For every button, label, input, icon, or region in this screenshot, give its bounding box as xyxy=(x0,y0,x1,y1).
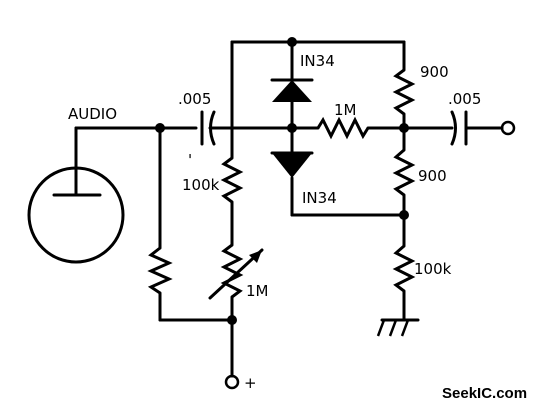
res-900-top-label: 900 xyxy=(420,63,449,81)
tick-mark: ' xyxy=(188,151,192,169)
output-terminal xyxy=(500,120,516,136)
input-capacitor xyxy=(158,110,234,146)
vacuum-tube xyxy=(27,126,125,264)
variable-arrow-head xyxy=(249,250,262,263)
res-100k-left-label: 100k xyxy=(182,176,220,194)
diode-top xyxy=(270,40,314,130)
diode-top-label: IN34 xyxy=(300,52,335,70)
res-1m-variable-label: 1M xyxy=(246,282,269,300)
diode-bottom xyxy=(270,126,406,217)
watermark: SeekIC.com xyxy=(442,385,527,402)
resistor-100k-right xyxy=(392,213,416,322)
resistor-900-bottom xyxy=(392,126,416,217)
cap-out-label: .005 xyxy=(448,90,481,108)
output-capacitor xyxy=(402,110,504,146)
supply-terminal xyxy=(224,374,240,390)
res-1m-series-label: 1M xyxy=(334,101,357,119)
resistor-100k-left xyxy=(220,126,244,247)
res-900-bottom-label: 900 xyxy=(418,167,447,185)
audio-label: AUDIO xyxy=(68,105,117,123)
cap-in-label: .005 xyxy=(178,90,211,108)
res-100k-right-label: 100k xyxy=(414,260,452,278)
resistor-900-top xyxy=(392,40,416,130)
diode-bottom-label: IN34 xyxy=(302,189,337,207)
supply-label: + xyxy=(244,374,257,392)
ground-symbol xyxy=(376,318,420,337)
series-1m-resistor xyxy=(290,116,406,140)
plate-load-resistor xyxy=(147,126,232,322)
